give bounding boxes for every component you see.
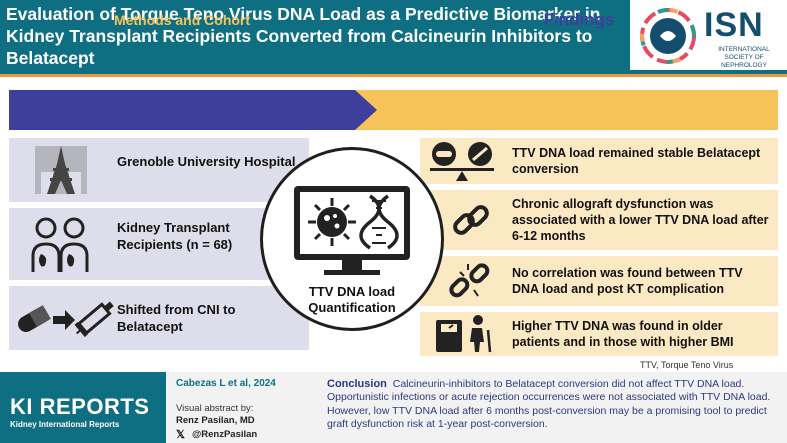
balance-pill-syringe-icon	[430, 142, 494, 181]
isn-logo-text: ISN	[704, 6, 764, 44]
isn-wheel-icon	[640, 8, 696, 64]
method-text: Grenoble University Hospital	[117, 154, 296, 169]
findings-band	[355, 90, 778, 130]
finding-row-no-correlation: No correlation was found between TTV DNA…	[420, 256, 778, 306]
method-text: Shifted from CNI to Belatacept	[117, 302, 236, 334]
center-label: TTV DNA load Quantification	[308, 284, 396, 315]
isn-logo: ISN INTERNATIONAL SOCIETY OF NEPHROLOGY	[630, 0, 787, 70]
methods-band	[9, 90, 377, 130]
findings-heading: Findings	[543, 10, 615, 29]
methods-heading: Methods and Cohort	[113, 12, 251, 28]
method-row-recipients: Kidney Transplant Recipients (n = 68)	[9, 208, 309, 280]
finding-row-stable: TTV DNA load remained stable Belatacept …	[420, 138, 778, 184]
eiffel-tower-icon	[35, 146, 87, 194]
broken-chain-icon	[449, 263, 490, 298]
pill-to-syringe-icon	[18, 301, 114, 337]
conclusion-label: Conclusion	[327, 378, 387, 390]
conclusion: Conclusion Calcineurin-inhibitors to Bel…	[327, 378, 779, 431]
x-logo-icon: 𝕏	[176, 429, 185, 441]
header-divider	[0, 74, 787, 77]
footnote: TTV, Torque Teno Virus	[640, 360, 734, 370]
finding-text: No correlation was found between TTV DNA…	[512, 266, 743, 296]
finding-row-age-bmi: Higher TTV DNA was found in older patien…	[420, 312, 778, 356]
finding-text: TTV DNA load remained stable Belatacept …	[512, 146, 761, 176]
author-handle[interactable]: @RenzPasilan	[192, 429, 258, 440]
page-title: Evaluation of Torque Teno Virus DNA Load…	[6, 4, 601, 68]
finding-text: Higher TTV DNA was found in older patien…	[512, 319, 734, 349]
elderly-scale-icon	[436, 315, 492, 353]
visual-abstract-credit: Visual abstract by:	[176, 403, 254, 414]
journal-title: KI REPORTS	[10, 394, 150, 419]
monitor-virus-dna-icon	[294, 186, 410, 275]
conclusion-text: Calcineurin-inhibitors to Belatacept con…	[327, 378, 771, 430]
finding-row-dysfunction: Chronic allograft dysfunction was associ…	[420, 190, 778, 250]
method-row-conversion: Shifted from CNI to Belatacept	[9, 286, 309, 350]
isn-logo-subtext: INTERNATIONAL SOCIETY OF NEPHROLOGY	[718, 46, 770, 69]
journal-subtitle: Kidney International Reports	[10, 420, 120, 429]
chain-link-icon	[453, 205, 489, 235]
ki-reports-logo: KI REPORTS Kidney International Reports	[0, 372, 166, 443]
method-text: Kidney Transplant Recipients (n = 68)	[117, 220, 233, 252]
method-row-hospital: Grenoble University Hospital	[9, 138, 309, 202]
citation: Cabezas L et al, 2024	[176, 378, 276, 389]
finding-text: Chronic allograft dysfunction was associ…	[512, 197, 769, 243]
patients-kidney-icon	[31, 217, 89, 272]
author-name: Renz Pasilan, MD	[176, 415, 255, 426]
